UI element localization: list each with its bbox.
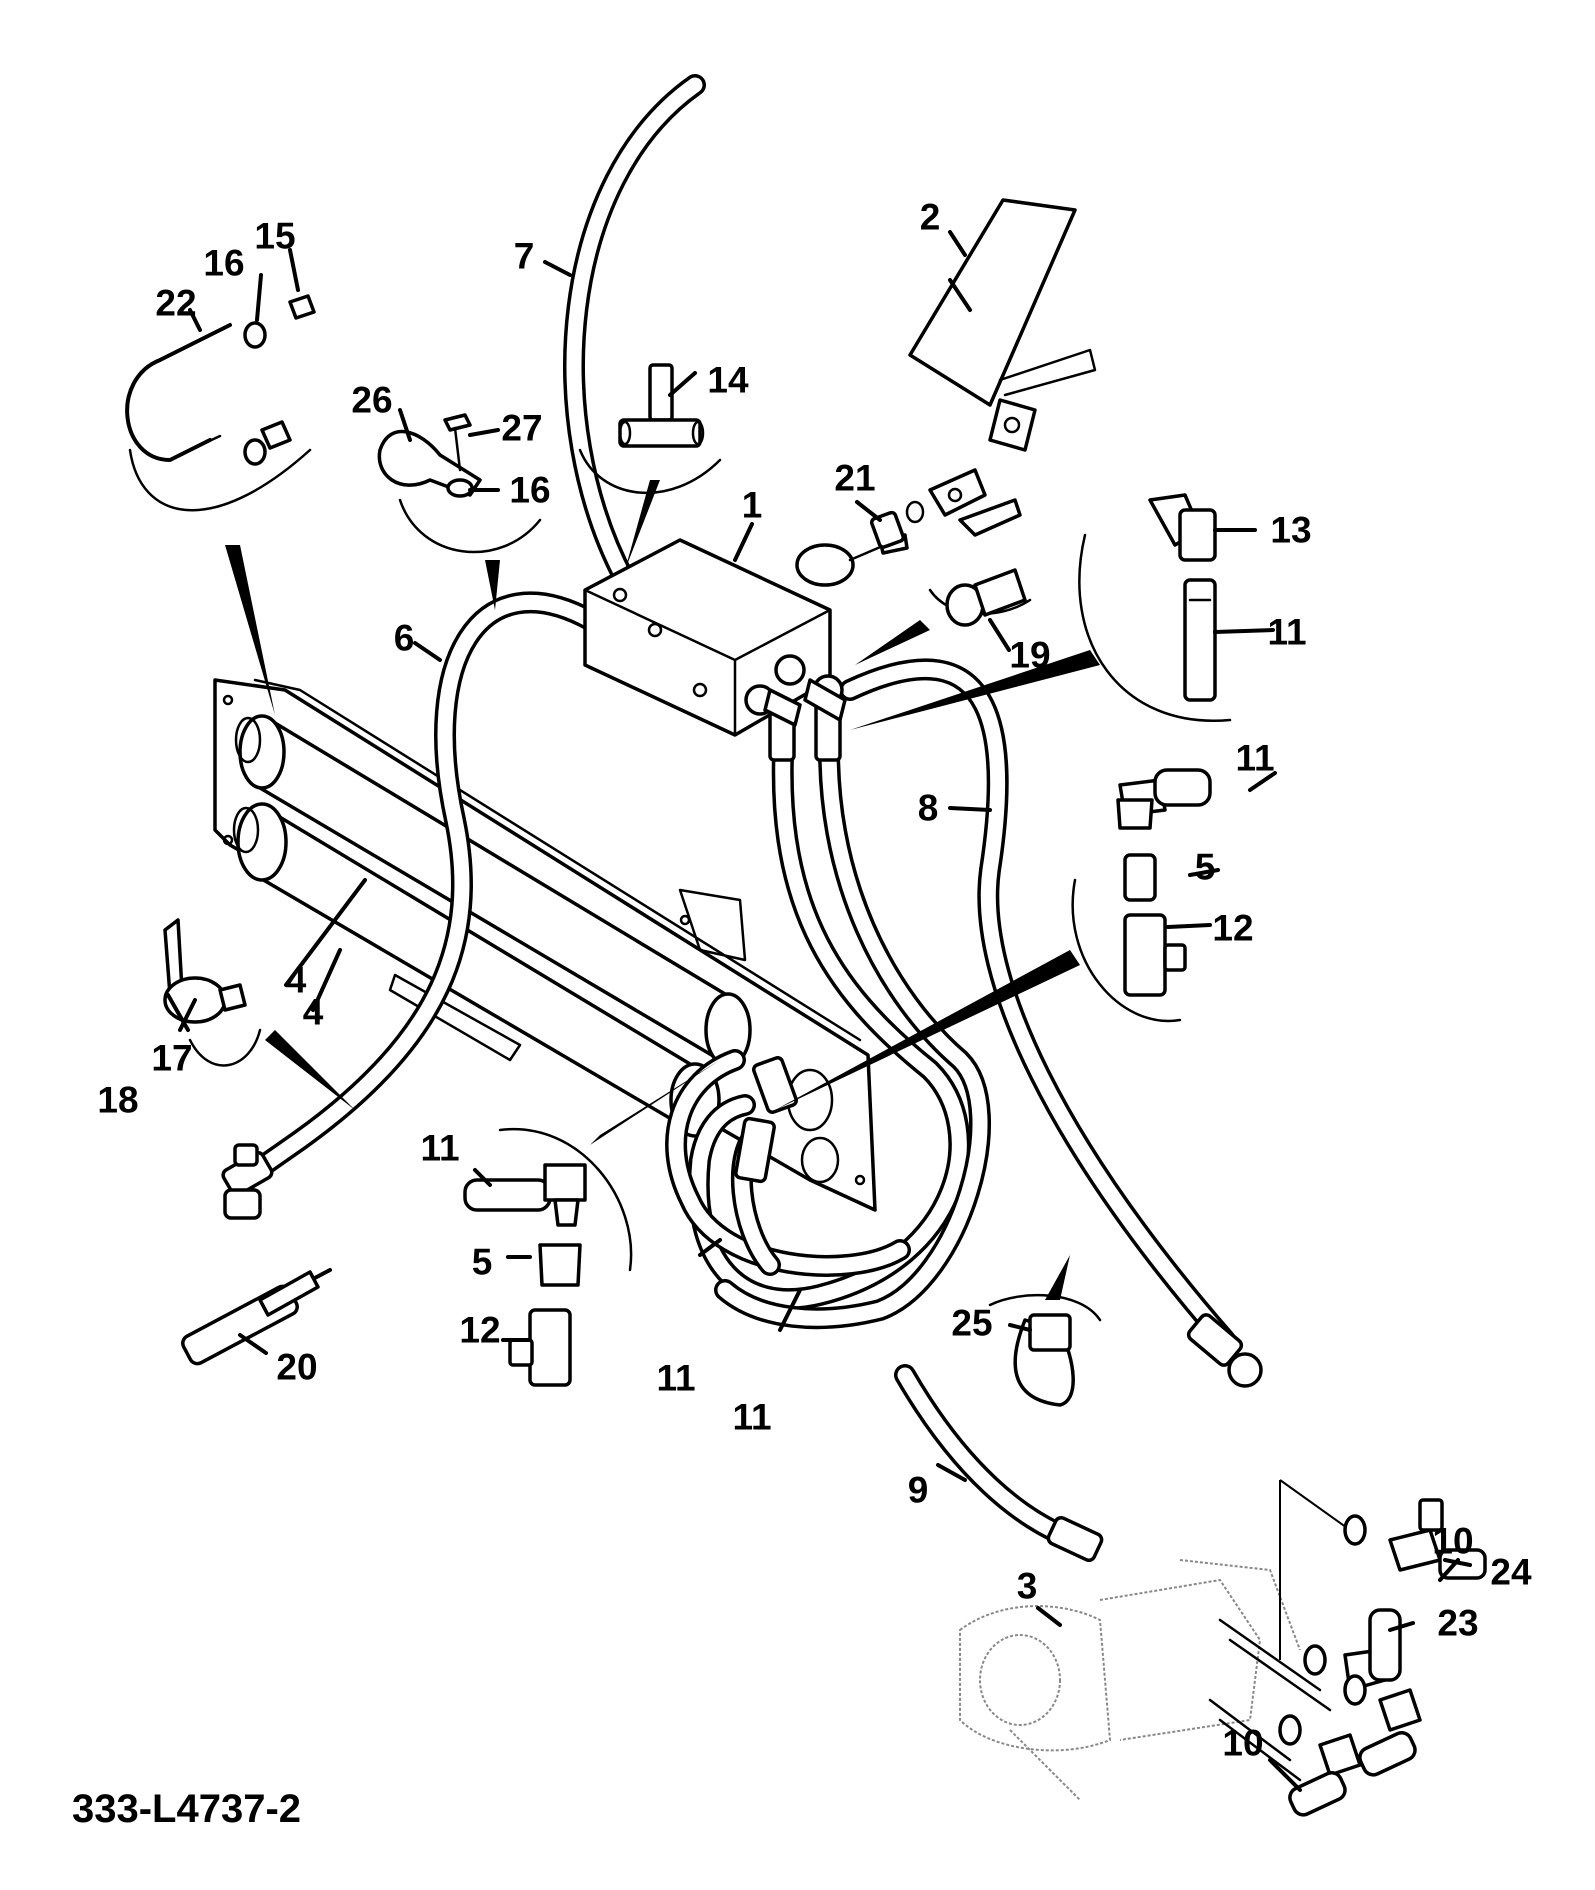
callout-17: 17 xyxy=(151,1037,193,1079)
valve-block xyxy=(583,533,909,737)
callout-7: 7 xyxy=(513,235,535,277)
callout-4b: 4 xyxy=(302,991,324,1033)
callout-10b: 10 xyxy=(1222,1722,1264,1764)
callout-5a: 5 xyxy=(1194,846,1216,888)
inset-tee-fitting xyxy=(578,363,722,570)
callout-16b: 16 xyxy=(509,469,551,511)
callout-11d: 11 xyxy=(656,1357,696,1399)
linkage-clevis xyxy=(869,468,1022,549)
pedal xyxy=(908,198,1097,452)
callout-5b: 5 xyxy=(471,1241,493,1283)
callout-26: 26 xyxy=(351,379,393,421)
callout-16a: 16 xyxy=(203,242,245,284)
callout-14: 14 xyxy=(707,359,749,401)
callout-3: 3 xyxy=(1016,1565,1038,1607)
callout-18: 18 xyxy=(97,1079,139,1121)
pump xyxy=(959,1559,1332,1801)
callout-1: 1 xyxy=(741,484,763,526)
callout-12a: 12 xyxy=(1212,907,1254,949)
inset-loom-clamp xyxy=(988,1255,1102,1407)
callout-8: 8 xyxy=(917,787,939,829)
callout-11c: 11 xyxy=(420,1127,460,1169)
leader-lines xyxy=(166,230,1472,1792)
hose-6 xyxy=(239,591,601,1186)
hose-8 xyxy=(839,658,1236,1351)
pump-fittings xyxy=(1278,1479,1487,1817)
inset-right-fittings xyxy=(775,768,1212,1110)
callout-4a: 4 xyxy=(285,959,307,1001)
grease-fitting xyxy=(223,1143,262,1220)
callout-27: 27 xyxy=(501,407,543,449)
inset-adapter xyxy=(855,568,1032,665)
hose-end-fittings xyxy=(221,698,1263,1563)
drawing-reference-number: 333-L4737-2 xyxy=(72,1787,302,1831)
callout-6: 6 xyxy=(393,617,415,659)
callout-15: 15 xyxy=(254,215,296,257)
inset-elbow-fitting xyxy=(850,493,1232,730)
sealant-tube xyxy=(181,1268,332,1366)
callout-19: 19 xyxy=(1009,634,1051,676)
callout-10a: 10 xyxy=(1432,1520,1474,1562)
callout-11a: 11 xyxy=(1235,737,1275,779)
hose-11-bundle xyxy=(665,709,991,1330)
hose-7 xyxy=(563,74,706,591)
callout-13: 13 xyxy=(1270,509,1312,551)
inset-left-fittings xyxy=(463,1060,720,1387)
callout-20: 20 xyxy=(276,1346,318,1388)
callout-2: 2 xyxy=(919,196,941,238)
callout-11b: 11 xyxy=(1267,611,1307,653)
callout-23: 23 xyxy=(1437,1602,1479,1644)
inset-cable-tie xyxy=(163,918,355,1110)
inset-u-bolt xyxy=(125,294,316,715)
callout-22: 22 xyxy=(155,282,197,324)
callout-21: 21 xyxy=(834,457,876,499)
callout-11e: 11 xyxy=(732,1396,772,1438)
callout-24: 24 xyxy=(1490,1551,1532,1593)
callout-9: 9 xyxy=(907,1469,929,1511)
callout-12b: 12 xyxy=(459,1309,501,1351)
callout-25: 25 xyxy=(951,1302,993,1344)
inset-p-clip xyxy=(377,413,542,610)
